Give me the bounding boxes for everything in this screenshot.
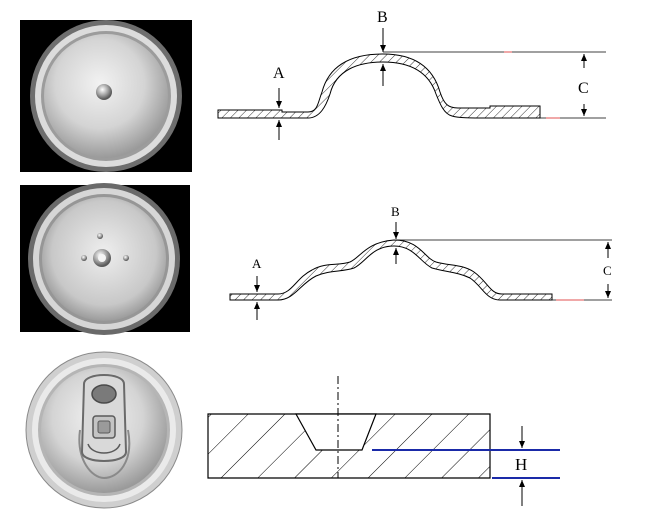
diagram-2: C A B xyxy=(229,204,612,320)
diagram-1-label-a: A xyxy=(273,65,285,82)
lid-3-tab-nose xyxy=(87,443,121,454)
lid-2-center-dot xyxy=(98,254,106,262)
lid-3-rivet xyxy=(97,420,111,434)
diagram-1-label-b: B xyxy=(377,9,388,26)
diagram-1-label-c: C xyxy=(578,80,589,97)
diagram-1-profile xyxy=(217,53,541,119)
diagram-3-label-h: H xyxy=(515,455,527,474)
diagram-3: H xyxy=(207,376,560,506)
diagram-3-groove xyxy=(294,413,377,451)
diagram-2-label-a: A xyxy=(252,256,262,271)
lid-2-rivet-top xyxy=(97,233,103,239)
photo-2 xyxy=(20,183,190,335)
lid-2-rivet-right xyxy=(123,255,129,261)
lid-1-center-bump xyxy=(96,84,112,100)
lid-2-rivet-left xyxy=(81,255,87,261)
photo-3 xyxy=(25,351,183,509)
diagram-2-profile xyxy=(229,239,553,301)
diagram-1: C A B xyxy=(217,9,606,140)
lid-3-tab-finger-hole xyxy=(91,384,117,404)
diagram-2-label-b: B xyxy=(391,204,400,219)
photo-1 xyxy=(20,20,192,172)
diagram-2-label-c: C xyxy=(603,263,612,278)
